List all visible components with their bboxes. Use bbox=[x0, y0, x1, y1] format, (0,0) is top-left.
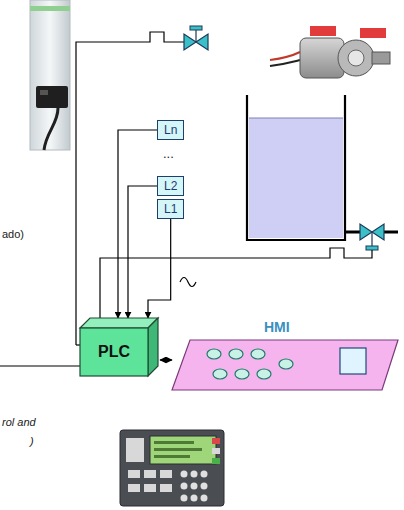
hmi-screen bbox=[340, 348, 366, 374]
hmi-device-key bbox=[212, 458, 220, 464]
ellipsis-label: ... bbox=[163, 146, 174, 161]
plc-top-face bbox=[80, 318, 158, 328]
hmi-device-key bbox=[181, 483, 188, 490]
cropped-caption-text: rol and bbox=[2, 416, 36, 428]
screen-line bbox=[154, 455, 190, 458]
outlet-pipe bbox=[345, 231, 360, 234]
hmi-button bbox=[251, 349, 265, 359]
photo-wire bbox=[270, 60, 300, 66]
level-sensor-box: L2 bbox=[157, 176, 184, 196]
signal-connector bbox=[160, 359, 172, 360]
plc-side-face bbox=[148, 318, 158, 376]
pipe-marking bbox=[30, 6, 70, 11]
screen-line bbox=[154, 448, 202, 451]
analog-signal-symbol bbox=[180, 278, 196, 287]
hmi-device-key bbox=[181, 471, 188, 478]
cropped-caption-text: ) bbox=[30, 435, 34, 447]
hmi-button bbox=[229, 349, 243, 359]
control-wire bbox=[76, 32, 184, 345]
network-line bbox=[0, 365, 80, 366]
valve-photo-body bbox=[300, 38, 344, 78]
liquid-surface bbox=[249, 118, 343, 119]
hmi-device-keys bbox=[126, 438, 144, 462]
sensor-detail bbox=[40, 90, 48, 95]
valve-actuator bbox=[366, 246, 378, 250]
hmi-device-key bbox=[128, 484, 140, 492]
valve-actuator bbox=[371, 232, 372, 246]
valve-photo-disc bbox=[338, 40, 374, 76]
hmi-device-photo bbox=[120, 430, 224, 506]
hmi-button bbox=[257, 369, 271, 379]
hmi-device-key bbox=[144, 484, 156, 492]
level-sensor-body bbox=[36, 86, 68, 108]
valve-photo-tag bbox=[310, 26, 336, 36]
sensor-cable bbox=[44, 108, 58, 150]
signal-connector bbox=[148, 219, 171, 318]
valve-photo-port bbox=[372, 52, 390, 64]
level-sensor-box: L1 bbox=[157, 199, 184, 219]
plc-front-face bbox=[80, 328, 148, 376]
control-wire bbox=[100, 248, 372, 318]
screen-line bbox=[154, 441, 194, 444]
hmi-label: HMI bbox=[264, 318, 290, 338]
hmi-device-key bbox=[201, 471, 208, 478]
hmi-button bbox=[207, 349, 221, 359]
valve-symbol bbox=[372, 224, 384, 240]
hmi-device-key bbox=[201, 495, 208, 502]
sensor-label: L2 bbox=[164, 178, 177, 194]
sensor-label: L1 bbox=[164, 201, 177, 217]
hmi-button bbox=[279, 359, 293, 369]
plc-label: PLC bbox=[80, 328, 148, 376]
valve-actuator bbox=[195, 30, 196, 42]
level-sensor-box: Ln bbox=[157, 120, 184, 140]
hmi-device-key bbox=[191, 495, 198, 502]
hmi-device-key bbox=[212, 448, 220, 454]
tank-wall bbox=[247, 95, 345, 240]
sensor-label: Ln bbox=[164, 122, 177, 138]
outlet-pipe bbox=[384, 231, 398, 234]
hmi-device-key bbox=[128, 470, 140, 478]
hmi-device-key bbox=[201, 483, 208, 490]
valve-symbol bbox=[184, 34, 196, 50]
hmi-device-key bbox=[212, 438, 220, 444]
photo-wire bbox=[270, 52, 300, 60]
hmi-button bbox=[213, 369, 227, 379]
valve-symbol bbox=[196, 34, 208, 50]
valve-symbol bbox=[360, 224, 372, 240]
hmi-device-key bbox=[191, 483, 198, 490]
plc-box: PLC bbox=[80, 318, 160, 376]
signal-connector bbox=[128, 186, 157, 318]
valve-actuator bbox=[190, 26, 202, 30]
hmi-panel bbox=[172, 340, 398, 390]
hmi-device-key bbox=[160, 484, 172, 492]
valve-photo-tag bbox=[360, 28, 386, 38]
hmi-device-key bbox=[191, 471, 198, 478]
valve-photo-hub bbox=[348, 50, 364, 66]
signal-connector bbox=[118, 130, 157, 318]
hmi-device-key bbox=[181, 495, 188, 502]
hmi-panel-box: HMI bbox=[172, 318, 400, 392]
hmi-device-key bbox=[160, 470, 172, 478]
sensor-pipe bbox=[30, 0, 70, 150]
cropped-caption-text: ado) bbox=[2, 228, 24, 240]
hmi-device-screen bbox=[150, 436, 216, 464]
liquid bbox=[249, 118, 343, 238]
hmi-button bbox=[235, 369, 249, 379]
hmi-device-key bbox=[144, 470, 156, 478]
